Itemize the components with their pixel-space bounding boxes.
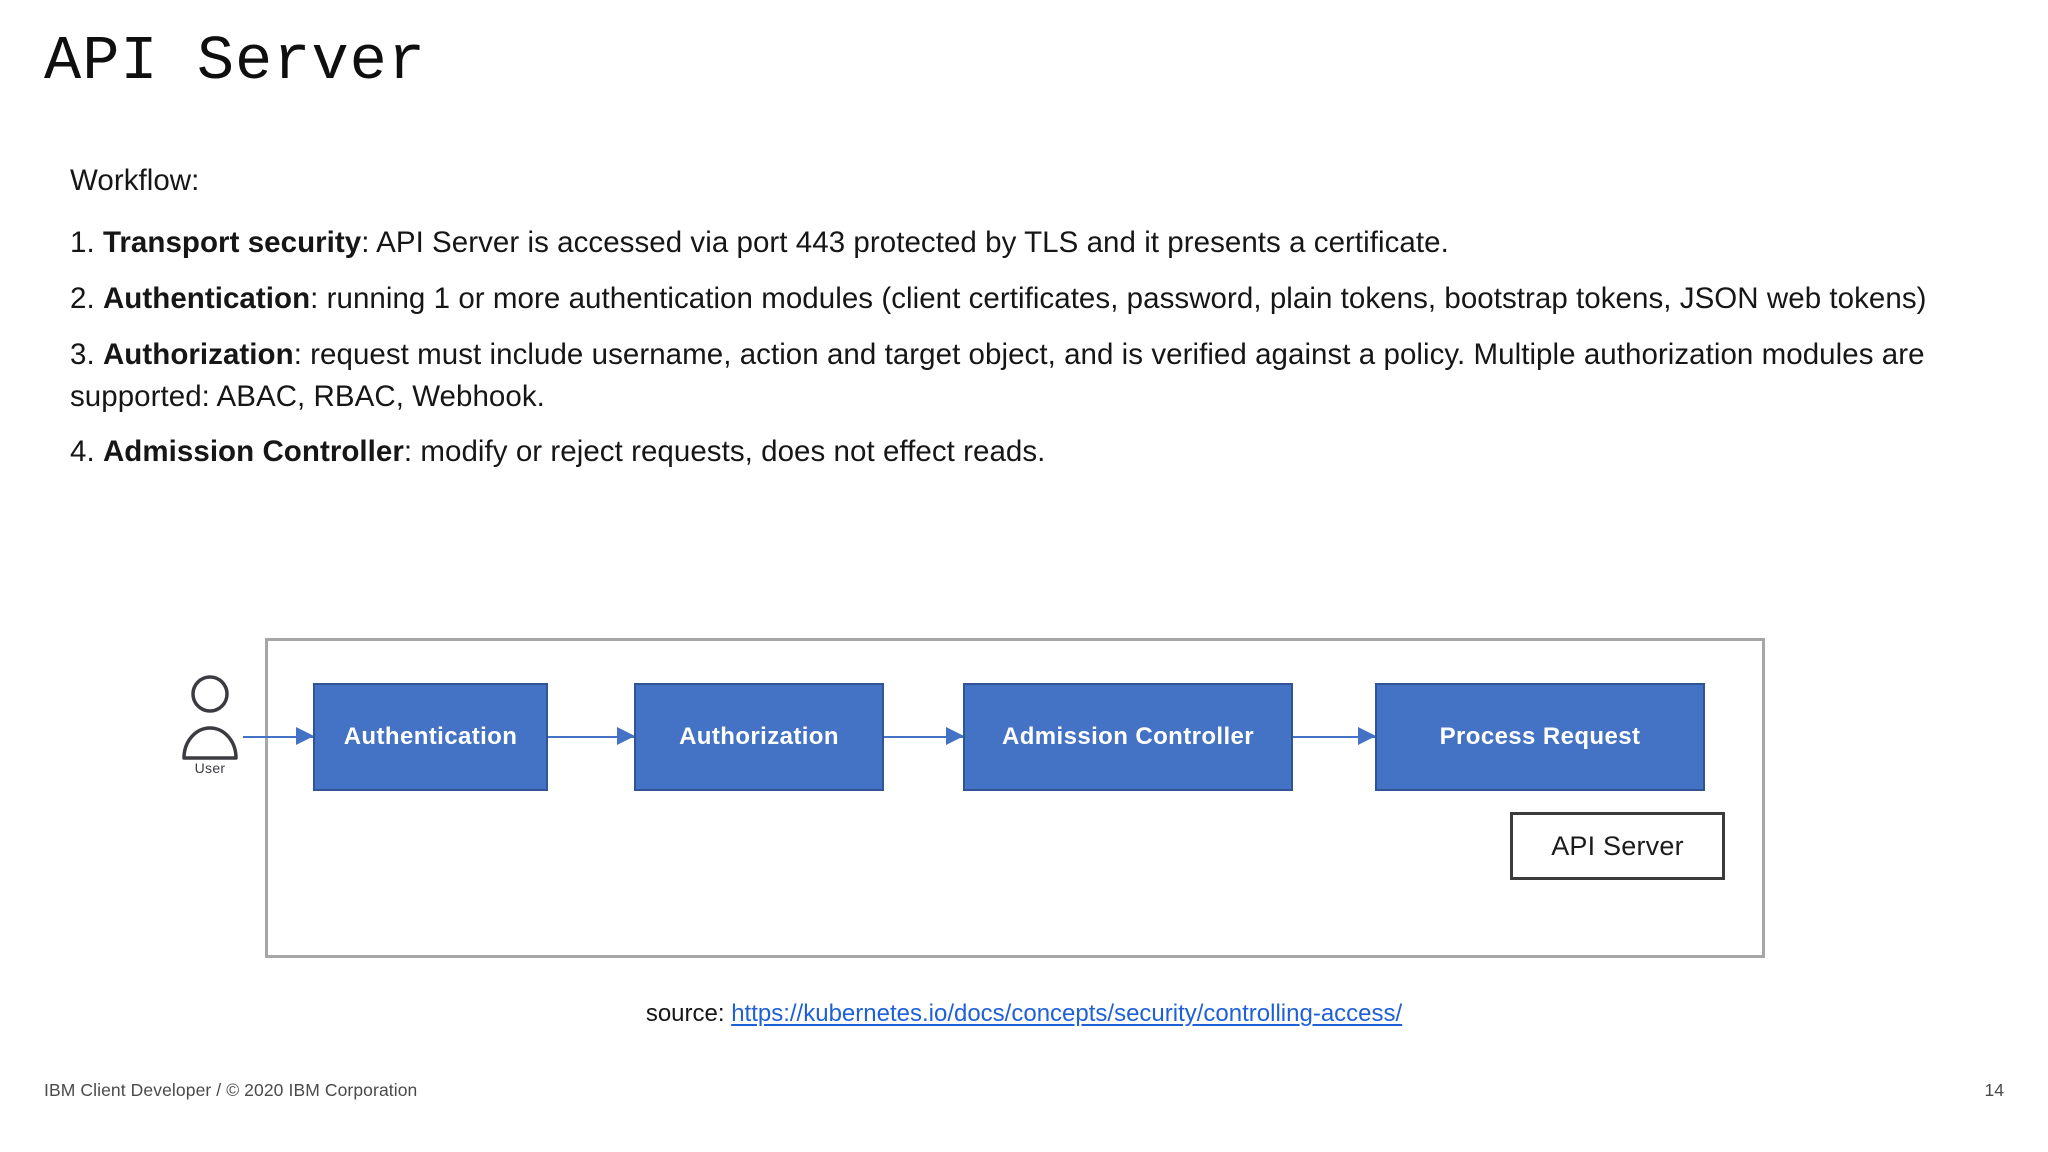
arrow-head-icon	[296, 727, 314, 745]
item-number: 4.	[70, 435, 95, 469]
arrow-admission-controller-to-process-request	[1293, 727, 1376, 745]
flow-box-authentication[interactable]: Authentication	[313, 683, 548, 791]
workflow-lead: Workflow:	[70, 164, 200, 197]
flow-box-admission-controller[interactable]: Admission Controller	[963, 683, 1293, 791]
workflow-item-2: 2. Authentication: running 1 or more aut…	[70, 278, 2000, 320]
arrow-shaft	[1293, 736, 1375, 738]
workflow-item-4: 4. Admission Controller: modify or rejec…	[70, 431, 2000, 473]
arrow-head-icon	[1358, 727, 1376, 745]
item-rest: : request must include username, action …	[70, 337, 1925, 413]
user-label: User	[194, 760, 226, 776]
api-server-boundary-label: API Server	[1510, 812, 1725, 880]
item-number: 2.	[70, 281, 95, 315]
workflow-item-3: 3. Authorization: request must include u…	[70, 334, 2000, 418]
item-term: Admission Controller	[102, 435, 404, 469]
arrow-user-to-authentication	[243, 727, 314, 745]
user-icon	[180, 672, 240, 762]
item-number: 3.	[70, 337, 95, 371]
page-title: API Server	[44, 26, 427, 97]
workflow-item-1: 1. Transport security: API Server is acc…	[70, 222, 2000, 264]
item-rest: : running 1 or more authentication modul…	[310, 281, 1927, 315]
page-number: 14	[1984, 1080, 2004, 1100]
arrow-shaft	[548, 736, 634, 738]
source-link[interactable]: https://kubernetes.io/docs/concepts/secu…	[731, 1000, 1403, 1027]
flow-box-process-request[interactable]: Process Request	[1375, 683, 1705, 791]
item-term: Authorization	[102, 337, 294, 371]
flow-box-authorization[interactable]: Authorization	[634, 683, 884, 791]
footer-copyright: IBM Client Developer / © 2020 IBM Corpor…	[44, 1080, 418, 1100]
item-rest: : modify or reject requests, does not ef…	[403, 435, 1046, 469]
api-server-flow-diagram: User Authentication Authorization Admiss…	[0, 600, 2048, 1000]
item-term: Authentication	[102, 281, 311, 315]
item-number: 1.	[70, 225, 95, 259]
arrow-authentication-to-authorization	[548, 727, 635, 745]
item-term: Transport security	[102, 225, 362, 259]
arrow-shaft	[243, 736, 313, 738]
arrow-authorization-to-admission-controller	[884, 727, 964, 745]
source-caption: source: https://kubernetes.io/docs/conce…	[0, 1000, 2048, 1028]
arrow-shaft	[884, 736, 963, 738]
source-label: source:	[645, 1000, 732, 1027]
item-rest: : API Server is accessed via port 443 pr…	[361, 225, 1449, 259]
arrow-head-icon	[617, 727, 635, 745]
arrow-head-icon	[946, 727, 964, 745]
workflow-content: Workflow: 1. Transport security: API Ser…	[70, 160, 2000, 487]
